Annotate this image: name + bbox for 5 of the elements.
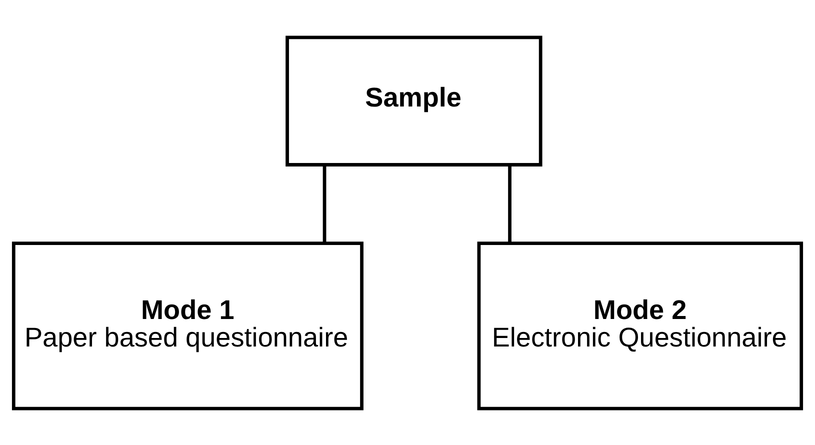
connector [322, 164, 326, 243]
node-box: Mode 1 Paper based questionnaire [12, 241, 364, 410]
connector [508, 164, 512, 243]
node-box: Sample [286, 35, 542, 166]
node-box: Mode 2 Electronic Questionnaire [477, 241, 804, 410]
